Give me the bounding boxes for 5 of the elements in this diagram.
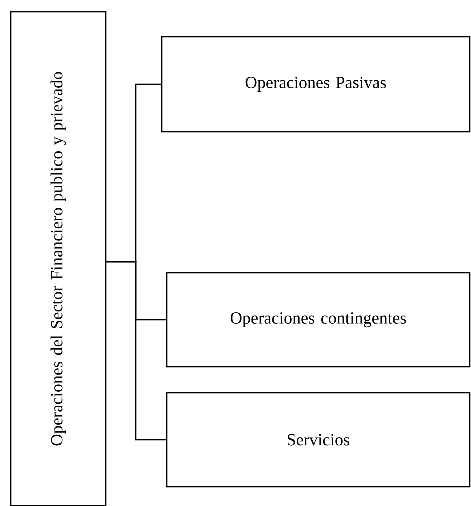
process-box: Operaciones Pasivas <box>161 36 471 133</box>
connector-line <box>106 261 166 441</box>
category-box: Operaciones del Sector Financiero publico y prievado <box>10 11 107 506</box>
process-box: Operaciones contingentes <box>166 272 471 368</box>
process-box: Servicios <box>166 392 471 488</box>
